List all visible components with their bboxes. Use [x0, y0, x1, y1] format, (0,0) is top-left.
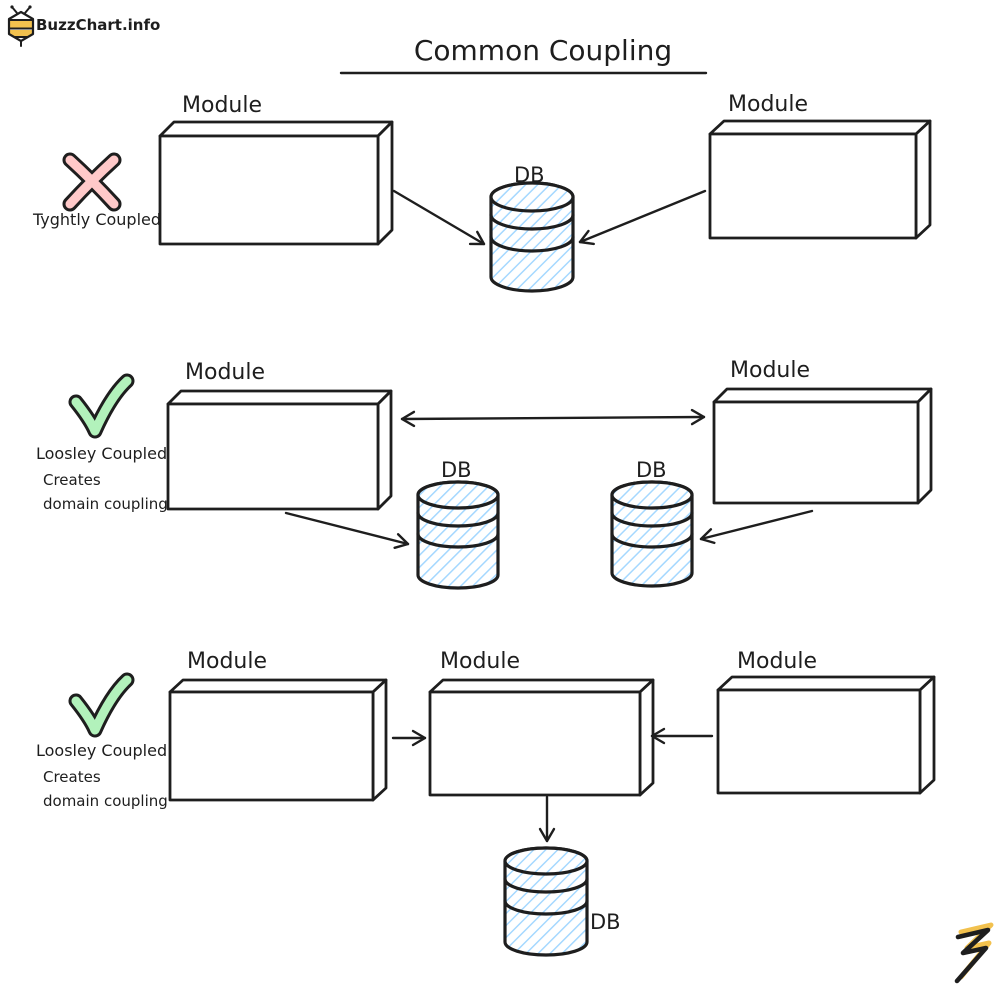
- db-cylinder: [503, 846, 589, 957]
- note-line: Creates: [43, 471, 101, 489]
- brand-name: BuzzChart.info: [36, 16, 160, 34]
- arrow-left-module-to-left-db: [284, 511, 410, 550]
- signature-squiggle-icon: [954, 922, 994, 984]
- arrow-module-to-module: [400, 408, 706, 428]
- db-label: DB: [636, 458, 667, 482]
- note-line: domain coupling: [43, 495, 168, 513]
- x-icon: [62, 152, 122, 212]
- check-icon: [76, 680, 127, 730]
- verdict-label: Tyghtly Coupled: [32, 210, 161, 229]
- module-box: [158, 120, 394, 246]
- module-box: [166, 389, 393, 511]
- db-cylinder: [489, 181, 575, 293]
- module-label: Module: [728, 92, 808, 117]
- module-label: Module: [440, 649, 520, 674]
- check-icon: [76, 381, 127, 431]
- module-box: [712, 387, 933, 505]
- module-box: [428, 678, 655, 797]
- arrow-left-module-to-db: [392, 189, 486, 246]
- module-label: Module: [182, 93, 262, 118]
- page-title: Common Coupling: [414, 34, 672, 67]
- note-line: Creates: [43, 768, 101, 786]
- module-box: [168, 678, 388, 802]
- verdict-label: Loosley Coupled: [36, 741, 167, 760]
- row-loosely-coupled-middle-module: Loosley Coupled Creates domain coupling …: [36, 649, 936, 957]
- brand-logo: BuzzChart.info: [7, 5, 160, 47]
- module-label: Module: [185, 360, 265, 385]
- db-cylinder: [416, 480, 500, 590]
- db-cylinder: [610, 480, 694, 588]
- title-block: Common Coupling: [339, 34, 708, 75]
- module-label: Module: [187, 649, 267, 674]
- bee-icon: [7, 5, 35, 47]
- module-label: Module: [730, 358, 810, 383]
- arrow-right-module-to-right-db: [699, 509, 814, 545]
- module-label: Module: [737, 649, 817, 674]
- row-loosely-coupled-two-dbs: Loosley Coupled Creates domain coupling …: [36, 358, 933, 590]
- module-box: [708, 119, 932, 240]
- db-label: DB: [590, 910, 621, 934]
- note-line: domain coupling: [43, 792, 168, 810]
- module-box: [716, 675, 936, 795]
- arrow-right-module-to-db: [578, 189, 707, 246]
- row-tightly-coupled: Tyghtly Coupled Module Module DB: [32, 92, 932, 293]
- verdict-label: Loosley Coupled: [36, 444, 167, 463]
- db-label: DB: [441, 458, 472, 482]
